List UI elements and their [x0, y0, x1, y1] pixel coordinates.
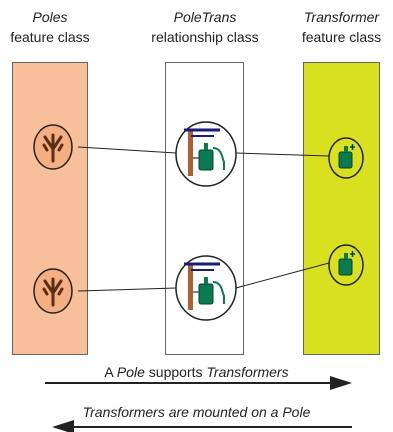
- connector-line: [77, 287, 177, 292]
- transformer-subtitle: feature class: [301, 29, 382, 45]
- transformer-icon: [328, 137, 364, 179]
- backward-label-text: Transformers are mounted on a Pole: [82, 404, 311, 420]
- poles-title: Poles: [32, 9, 68, 25]
- backward-arrow: [52, 420, 352, 432]
- transformer-feature-class-box: [303, 62, 380, 355]
- transformer-header: Transformer feature class: [290, 7, 393, 47]
- pole-transformer-icon: [175, 255, 237, 321]
- transformer-title: Transformer: [303, 9, 380, 25]
- poletrans-title: PoleTrans: [173, 9, 237, 25]
- poletrans-header: PoleTrans relationship class: [130, 7, 280, 47]
- pole-icon: [33, 268, 73, 314]
- connector-line: [235, 262, 330, 289]
- backward-arrow-label: Transformers are mounted on a Pole: [0, 404, 393, 420]
- pole-icon: [33, 124, 73, 170]
- pole-transformer-icon: [175, 121, 237, 187]
- transformer-icon: [328, 244, 364, 286]
- forward-label-object: Transformers: [206, 364, 289, 380]
- forward-arrow-label: A Pole supports Transformers: [0, 364, 393, 380]
- connector-line: [77, 146, 177, 154]
- poletrans-subtitle: relationship class: [151, 29, 259, 45]
- forward-label-subject: Pole: [116, 364, 145, 380]
- connector-line: [235, 152, 330, 157]
- poles-header: Poles feature class: [0, 7, 100, 47]
- poles-subtitle: feature class: [10, 29, 90, 45]
- forward-arrow: [45, 376, 352, 390]
- forward-label-verb: supports: [148, 364, 203, 380]
- forward-label-pre: A: [104, 364, 113, 380]
